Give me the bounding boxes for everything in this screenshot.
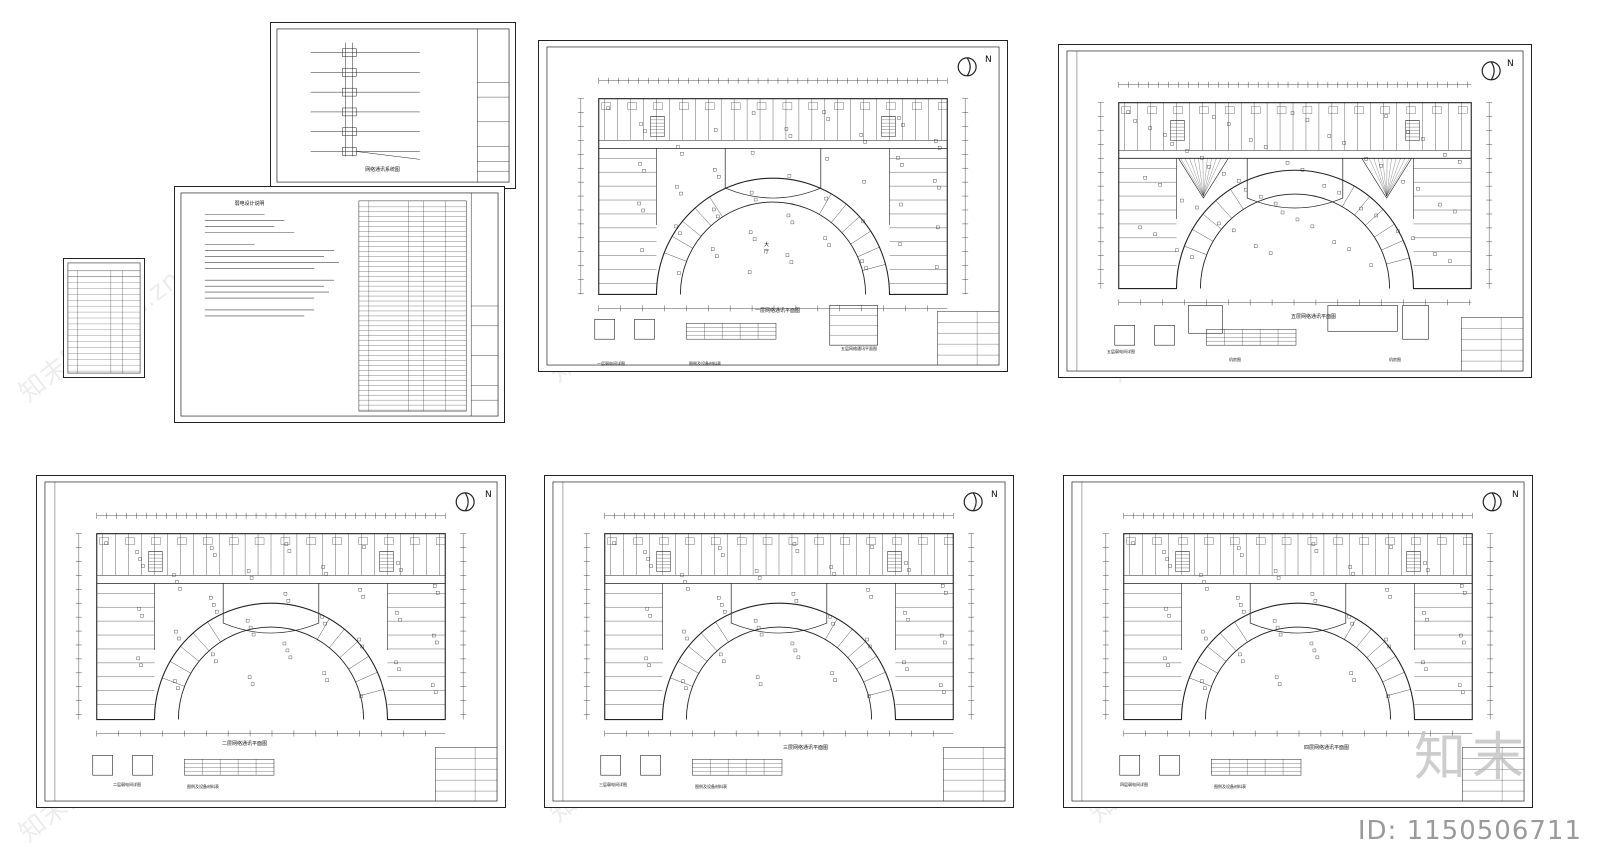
sheet-floor5-plan[interactable]: 五层网络通讯平面图 N 五层弱电间详图 机房图 机房图 [1058, 44, 1532, 378]
floor1-legend-caption: 图例及设备材料表 [689, 361, 721, 366]
floor2-plan-drawing [44, 481, 498, 802]
floor4-legend-caption: 图例及设备材料表 [1214, 784, 1246, 789]
floor2-title: 二层网络通讯平面图 [222, 741, 268, 747]
floor5-sub-plan-mid: 机房图 [1229, 357, 1241, 362]
floor3-legend-caption: 图例及设备材料表 [695, 784, 727, 789]
floor1-title: 一层网络通讯平面图 [755, 308, 801, 314]
floor5-plan-drawing [1066, 50, 1524, 372]
floor3-title: 三层网络通讯平面图 [783, 745, 829, 751]
floor1-lobby-label: 大厅 [764, 242, 770, 255]
floor5-sub-plan-right: 机房图 [1389, 357, 1401, 362]
floor1-sub-plan-left: 一层弱电间详图 [597, 361, 625, 366]
floor2-sub-plan-left: 二层弱电间详图 [113, 782, 141, 787]
sheet-floor3-plan[interactable]: 三层网络通讯平面图 N 三层弱电间详图 图例及设备材料表 [544, 475, 1014, 808]
floor1-plan-drawing [546, 46, 1000, 366]
image-id-label: ID: 1150506711 [1357, 816, 1582, 846]
floor3-north-label: N [991, 490, 998, 500]
sheet-design-notes[interactable]: 弱电设计说明 [174, 186, 505, 423]
floor5-sub-plan-left: 五层弱电间详图 [1107, 349, 1135, 354]
floor5-north-label: N [1507, 59, 1514, 69]
floor2-north-label: N [485, 490, 492, 500]
sheet-floor4-plan[interactable]: 四层网络通讯平面图 N 四层弱电间详图 图例及设备材料表 [1063, 475, 1533, 808]
riser-title: 网络通讯系统图 [365, 166, 400, 173]
notes-title: 弱电设计说明 [235, 200, 265, 207]
sheet-floor1-plan[interactable]: 一层网络通讯平面图 N 大厅 一层弱电间详图 图例及设备材料表 五层网络通讯平面… [538, 40, 1008, 372]
sheet-riser-diagram[interactable]: 网络通讯系统图 [270, 22, 516, 189]
floor4-sub-plan-left: 四层弱电间详图 [1120, 782, 1148, 787]
floor3-sub-plan-left: 三层弱电间详图 [599, 782, 627, 787]
sheet-floor2-plan[interactable]: 二层网络通讯平面图 N 二层弱电间详图 图例及设备材料表 [36, 475, 506, 808]
floor4-plan-drawing [1071, 481, 1525, 802]
floor1-north-label: N [985, 55, 992, 65]
sheet-drawing-list[interactable] [63, 258, 145, 378]
floor3-plan-drawing [552, 481, 1006, 802]
floor4-north-label: N [1512, 490, 1519, 500]
floor1-sub-plan-right: 五层网络通讯平面图 [841, 346, 877, 351]
floor2-legend-caption: 图例及设备材料表 [187, 784, 219, 789]
floor5-title: 五层网络通讯平面图 [1291, 314, 1337, 320]
floor4-title: 四层网络通讯平面图 [1304, 745, 1350, 751]
brand-logo: 知末 [1413, 728, 1530, 788]
